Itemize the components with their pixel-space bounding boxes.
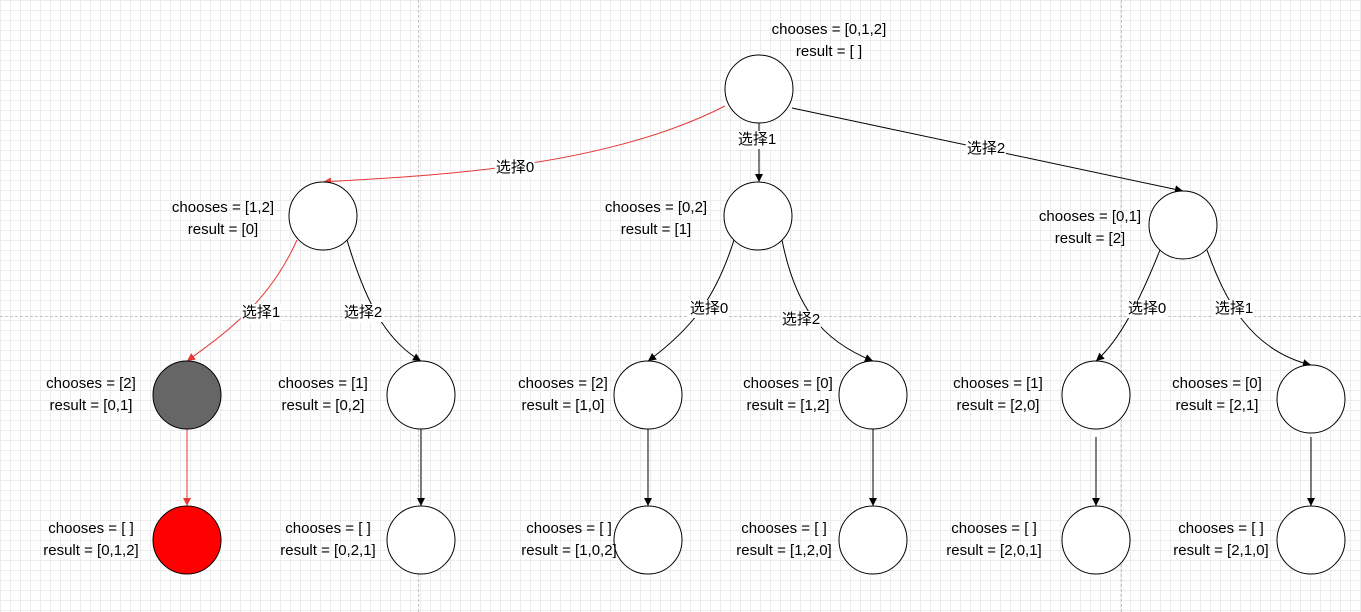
node-label-n120: chooses = [ ] result = [1,2,0] — [664, 520, 904, 560]
page-break-vertical-1 — [418, 0, 419, 612]
node-chooses-text: chooses = [ ] — [951, 520, 1037, 537]
node-chooses-text: chooses = [0,1,2] — [771, 21, 887, 38]
edge-label-root-to-n2: 选择2 — [965, 140, 1007, 158]
node-result-text: result = [2,1] — [1175, 397, 1259, 414]
edge-n1-to-n12 — [781, 239, 874, 362]
tree-node-n01 — [152, 360, 222, 430]
tree-node-n102 — [613, 505, 683, 575]
node-result-text: result = [1,0] — [521, 397, 605, 414]
edge-label-root-to-n0: 选择0 — [494, 159, 536, 177]
node-result-text: result = [1] — [620, 221, 692, 238]
edge-label-n0-to-n02: 选择2 — [342, 304, 384, 322]
node-label-n21: chooses = [0] result = [2,1] — [1097, 375, 1337, 415]
node-chooses-text: chooses = [0] — [1172, 375, 1262, 392]
node-chooses-text: chooses = [ ] — [48, 520, 134, 537]
page-break-vertical-2 — [1121, 0, 1122, 612]
tree-node-n210 — [1276, 505, 1346, 575]
node-chooses-text: chooses = [ ] — [1178, 520, 1264, 537]
edge-label-n0-to-n01: 选择1 — [240, 304, 282, 322]
node-label-n01: chooses = [2] result = [0,1] — [0, 375, 211, 415]
node-result-text: result = [0,1,2] — [43, 542, 139, 559]
node-chooses-text: chooses = [2] — [46, 375, 136, 392]
tree-node-n21 — [1276, 364, 1346, 434]
node-label-n20: chooses = [1] result = [2,0] — [878, 375, 1118, 415]
node-chooses-text: chooses = [2] — [518, 375, 608, 392]
edge-label-n1-to-n12: 选择2 — [780, 311, 822, 329]
node-label-n2: chooses = [0,1] result = [2] — [970, 208, 1210, 248]
node-label-n102: chooses = [ ] result = [1,0,2] — [449, 520, 689, 560]
node-result-text: result = [2] — [1054, 230, 1126, 247]
tree-node-n021 — [386, 505, 456, 575]
tree-node-n10 — [613, 360, 683, 430]
tree-node-n20 — [1061, 360, 1131, 430]
tree-node-n02 — [386, 360, 456, 430]
node-result-text: result = [0,2] — [281, 397, 365, 414]
tree-node-n201 — [1061, 505, 1131, 575]
edge-n2-to-n21 — [1206, 249, 1312, 367]
node-chooses-text: chooses = [ ] — [741, 520, 827, 537]
tree-node-n1 — [723, 181, 793, 251]
edge-label-root-to-n1: 选择1 — [736, 131, 778, 149]
node-result-text: result = [0,1] — [49, 397, 133, 414]
node-label-root: chooses = [0,1,2] result = [ ] — [709, 21, 949, 61]
node-result-text: result = [1,0,2] — [521, 542, 617, 559]
edge-label-n2-to-n21: 选择1 — [1213, 300, 1255, 318]
edge-n0-to-n01 — [186, 239, 298, 362]
node-chooses-text: chooses = [0,1] — [1038, 208, 1142, 225]
tree-node-n0 — [288, 181, 358, 251]
node-result-text: result = [0] — [187, 221, 259, 238]
node-label-n10: chooses = [2] result = [1,0] — [443, 375, 683, 415]
node-result-text: result = [2,0,1] — [946, 542, 1042, 559]
node-result-text: result = [1,2] — [746, 397, 830, 414]
node-label-n210: chooses = [ ] result = [2,1,0] — [1101, 520, 1341, 560]
tree-node-n12 — [838, 360, 908, 430]
node-label-n1: chooses = [0,2] result = [1] — [536, 199, 776, 239]
node-result-text: result = [0,2,1] — [280, 542, 376, 559]
node-label-n012: chooses = [ ] result = [0,1,2] — [0, 520, 211, 560]
tree-node-n120 — [838, 505, 908, 575]
node-label-n201: chooses = [ ] result = [2,0,1] — [874, 520, 1114, 560]
tree-node-n012 — [152, 505, 222, 575]
tree-node-n2 — [1148, 190, 1218, 260]
node-chooses-text: chooses = [ ] — [526, 520, 612, 537]
page-break-horizontal — [0, 316, 1361, 317]
node-chooses-text: chooses = [ ] — [285, 520, 371, 537]
tree-node-root — [724, 54, 794, 124]
node-chooses-text: chooses = [0,2] — [604, 199, 708, 216]
node-label-n02: chooses = [1] result = [0,2] — [203, 375, 443, 415]
node-chooses-text: chooses = [0] — [743, 375, 833, 392]
nodes-layer — [152, 54, 1346, 575]
node-result-text: result = [2,1,0] — [1173, 542, 1269, 559]
node-chooses-text: chooses = [1] — [953, 375, 1043, 392]
node-label-n021: chooses = [ ] result = [0,2,1] — [208, 520, 448, 560]
node-result-text: result = [1,2,0] — [736, 542, 832, 559]
node-chooses-text: chooses = [1] — [278, 375, 368, 392]
node-chooses-text: chooses = [1,2] — [171, 199, 275, 216]
node-result-text: result = [2,0] — [956, 397, 1040, 414]
node-label-n12: chooses = [0] result = [1,2] — [668, 375, 908, 415]
edge-label-n1-to-n10: 选择0 — [688, 300, 730, 318]
node-label-n0: chooses = [1,2] result = [0] — [103, 199, 343, 239]
edge-n0-to-n02 — [346, 239, 422, 362]
node-result-text: result = [ ] — [795, 43, 863, 60]
edge-label-n2-to-n20: 选择0 — [1126, 300, 1168, 318]
